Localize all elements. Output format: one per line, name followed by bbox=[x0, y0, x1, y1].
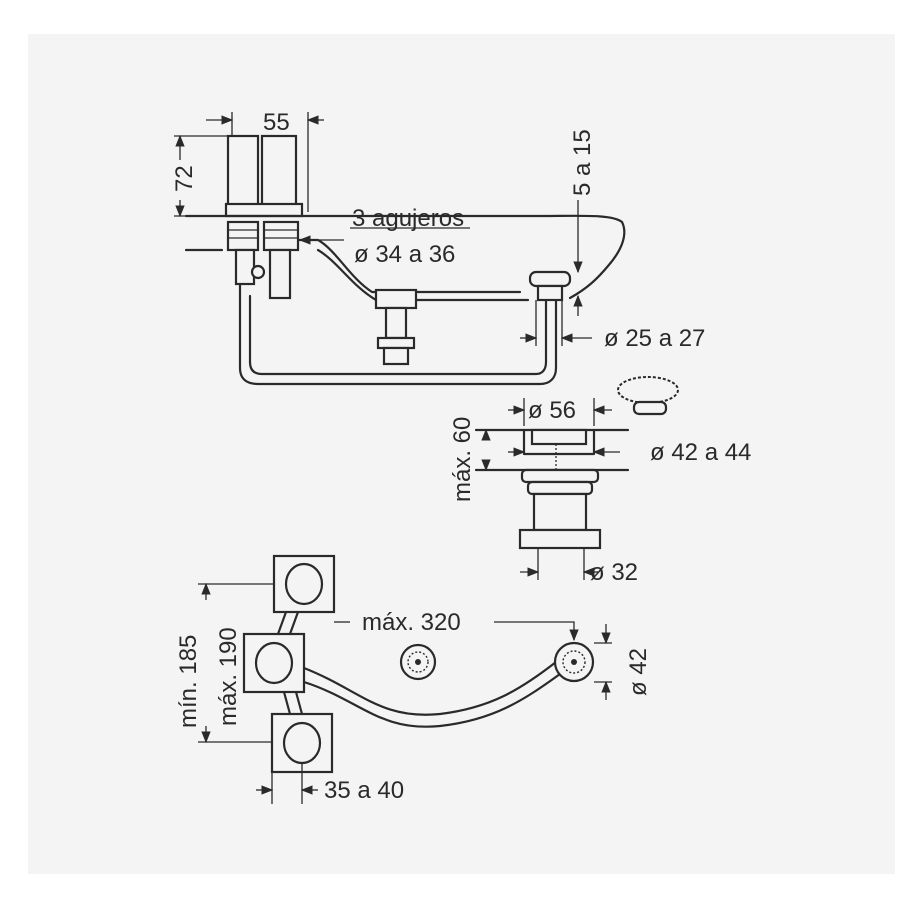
spout-body bbox=[374, 288, 418, 310]
plan-view: máx. 320 ø 42 mín. 185 máx. 190 35 a 40 bbox=[175, 554, 652, 804]
supply-pipe bbox=[238, 282, 558, 386]
hot-pipe-fitting bbox=[234, 248, 256, 286]
holes-count: 3 agujeros bbox=[352, 205, 464, 232]
drain-body bbox=[536, 284, 564, 302]
valve-body bbox=[532, 492, 588, 532]
spout-tail bbox=[382, 346, 410, 366]
spout-stem bbox=[384, 306, 408, 340]
dim-valve-body: ø 42 a 44 bbox=[650, 439, 751, 466]
dim-spout-diameter: ø 42 bbox=[625, 648, 652, 696]
cold-valve-nut bbox=[262, 220, 300, 252]
dim-top-width: 55 bbox=[263, 109, 290, 136]
dim-max-spread: máx. 190 bbox=[215, 627, 242, 726]
dim-clearance: 5 a 15 bbox=[569, 129, 596, 196]
hot-handle bbox=[226, 134, 260, 210]
dim-max-length: máx. 320 bbox=[362, 609, 461, 636]
handle-base bbox=[224, 202, 304, 218]
dim-top-height: 72 bbox=[171, 165, 198, 192]
drawing-sheet bbox=[28, 34, 895, 874]
holes-diameter: ø 34 a 36 bbox=[354, 241, 455, 268]
cold-pipe-fitting bbox=[268, 248, 292, 300]
chain-stopper bbox=[617, 376, 679, 416]
valve-collar bbox=[520, 468, 600, 484]
dim-valve-bottom: ø 32 bbox=[590, 559, 638, 586]
dim-min-spread: mín. 185 bbox=[175, 635, 202, 728]
side-view: 55 72 3 agujeros ø 34 a 36 5 a 15 ø 25 a… bbox=[171, 109, 705, 386]
valve-cap bbox=[530, 428, 588, 446]
spout-nut bbox=[376, 336, 416, 350]
valve-nut bbox=[518, 528, 602, 550]
hot-valve-nut bbox=[226, 220, 260, 252]
dim-drain-diameter: ø 25 a 27 bbox=[604, 325, 705, 352]
valve-detail: ø 56 máx. 60 ø 42 a 44 ø 32 bbox=[449, 397, 751, 586]
dim-valve-top: ø 56 bbox=[528, 397, 576, 424]
dim-handle-offset: 35 a 40 bbox=[324, 777, 404, 804]
drain-plug bbox=[528, 270, 572, 288]
cold-handle bbox=[260, 134, 298, 210]
dim-valve-height: máx. 60 bbox=[449, 417, 476, 502]
